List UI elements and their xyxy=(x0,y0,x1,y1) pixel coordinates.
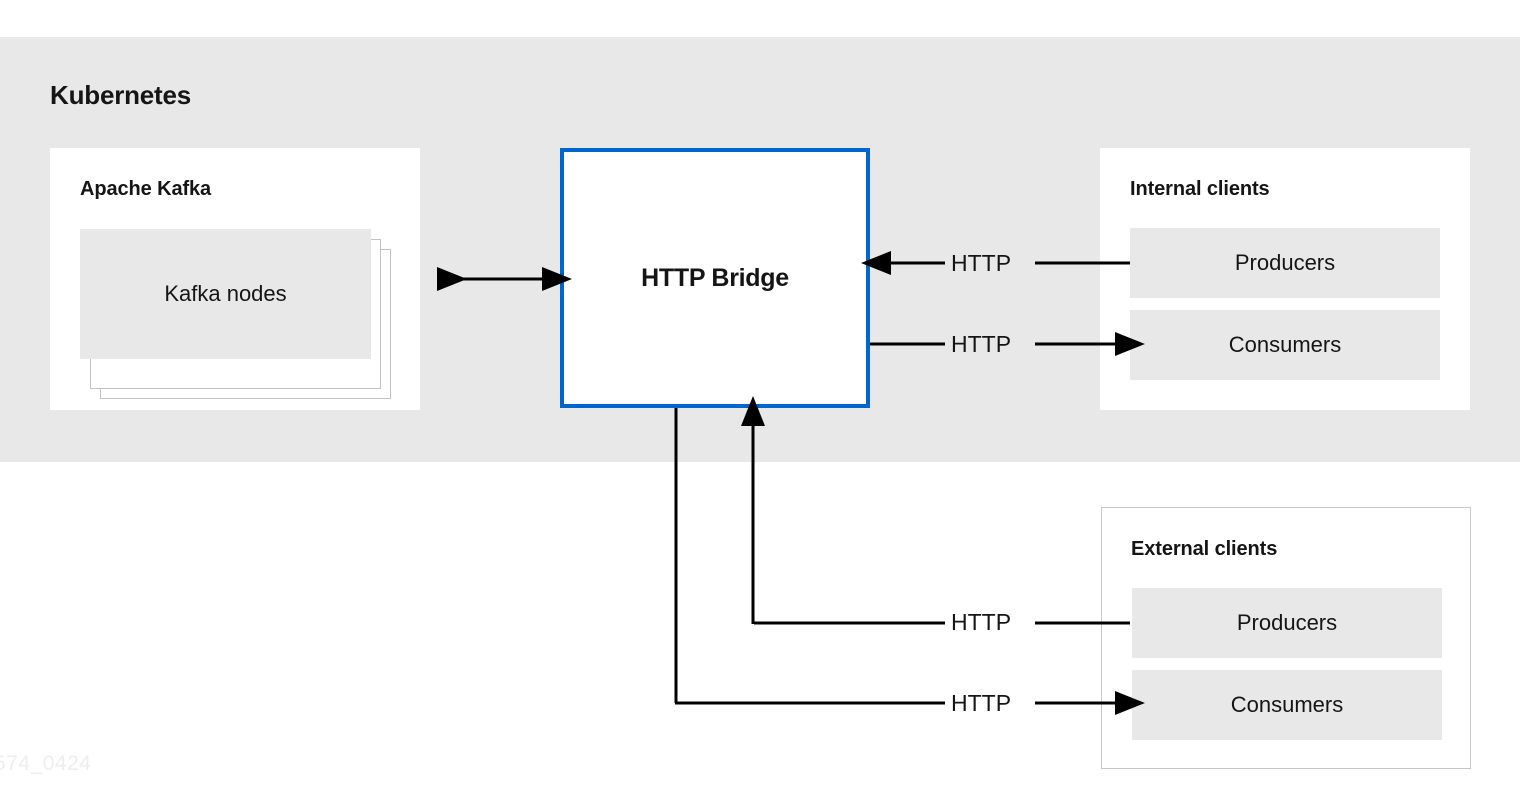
edge-label-internal-producers: HTTP xyxy=(951,250,1012,276)
internal-clients-title: Internal clients xyxy=(1130,178,1270,200)
edge-label-external-consumers: HTTP xyxy=(951,690,1012,716)
external-clients-panel: External clients Producers Consumers xyxy=(1101,507,1471,769)
external-clients-title: External clients xyxy=(1131,538,1278,560)
internal-producers-box: Producers xyxy=(1130,228,1440,298)
http-bridge-box: HTTP Bridge xyxy=(560,148,870,408)
watermark-text: 574_0424 xyxy=(0,752,92,775)
external-producers-label: Producers xyxy=(1236,610,1338,635)
kubernetes-title: Kubernetes xyxy=(50,80,192,110)
http-bridge-label: HTTP Bridge xyxy=(641,263,789,292)
edge-label-internal-consumers: HTTP xyxy=(951,331,1012,357)
kafka-nodes-stack: Kafka nodes xyxy=(80,229,391,399)
apache-kafka-panel: Apache Kafka Kafka nodes xyxy=(50,148,420,410)
internal-clients-panel: Internal clients Producers Consumers xyxy=(1100,148,1470,410)
apache-kafka-title: Apache Kafka xyxy=(80,178,212,200)
edge-label-external-producers: HTTP xyxy=(951,609,1012,635)
kafka-node-sheet-front: Kafka nodes xyxy=(80,229,371,359)
internal-consumers-box: Consumers xyxy=(1130,310,1440,380)
internal-consumers-label: Consumers xyxy=(1228,332,1342,357)
external-consumers-label: Consumers xyxy=(1230,692,1344,717)
kafka-nodes-label: Kafka nodes xyxy=(164,281,287,306)
external-producers-box: Producers xyxy=(1132,588,1442,658)
external-consumers-box: Consumers xyxy=(1132,670,1442,740)
internal-producers-label: Producers xyxy=(1234,250,1336,275)
